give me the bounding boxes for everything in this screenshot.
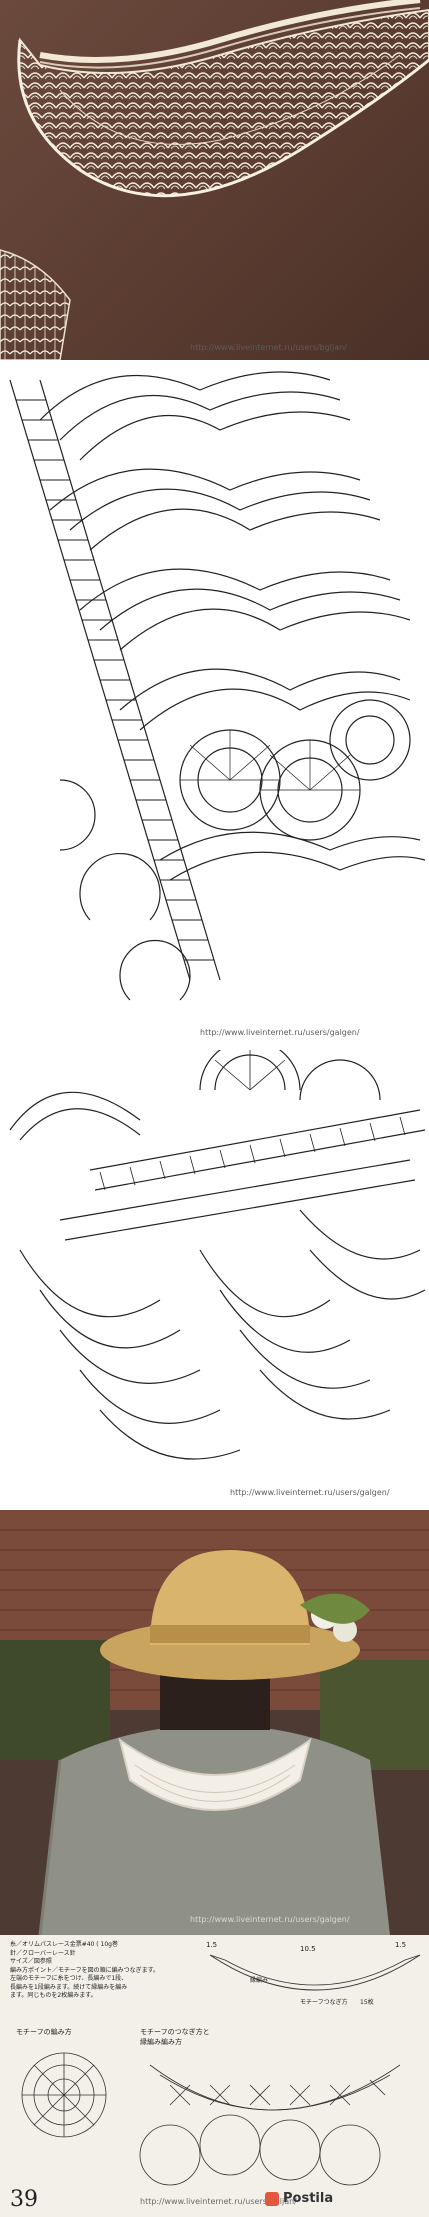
label-motif-count: 15枚 xyxy=(360,1999,374,2006)
spec-line: ます。同じものを2枚編みます。 xyxy=(10,1992,97,1999)
crochet-chart-scallops xyxy=(9,371,426,1001)
postila-logo-icon xyxy=(265,2192,279,2206)
label-motif-joining: モチーフつなぎ方 xyxy=(300,1999,348,2006)
spec-line: 編み方ポイント／モチーフを図の順に編みつなぎます。 xyxy=(10,1966,160,1974)
spec-line: 長編みを1段編みます。続けて縁編みを編み xyxy=(10,1983,128,1991)
motif-joining-diagram xyxy=(139,2064,401,2186)
watermark: http://www.liveinternet.ru/users/galgen/ xyxy=(230,1488,390,1497)
spec-line: サイズ／図参照 xyxy=(10,1958,52,1965)
spec-line: 左端のモチーフに糸をつけ、長編みで1段、 xyxy=(10,1975,128,1982)
postila-logo-text: Postila xyxy=(283,2191,334,2206)
lace-collar-illustration xyxy=(0,0,429,360)
postila-logo: Postila xyxy=(263,2189,423,2211)
collar-outline-diagram xyxy=(209,1954,421,1991)
watermark: http://www.liveinternet.ru/users/galgen/ xyxy=(190,1915,350,1924)
pattern-spec-text: 糸／オリムパスレース金票#40 ( 10g巻 針／クローバーレース針 サイズ／図… xyxy=(10,1941,180,2001)
motif-diagram xyxy=(21,2052,107,2138)
model-photo: http://www.liveinternet.ru/users/galgen/ xyxy=(0,1510,429,1935)
spec-line: 糸／オリムパスレース金票#40 ( 10g巻 xyxy=(10,1941,118,1948)
dimension-top: 10.5 xyxy=(300,1945,316,1953)
lace-collar-photo: http://www.liveinternet.ru/users/bgljan/ xyxy=(0,0,429,360)
watermark: http://www.liveinternet.ru/users/bgljan/ xyxy=(140,2197,297,2206)
crochet-chart-fans xyxy=(9,1050,426,1460)
model-illustration xyxy=(0,1510,429,1935)
spec-line: 針／クローバーレース針 xyxy=(10,1949,76,1957)
watermark: http://www.liveinternet.ru/users/galgen/ xyxy=(200,1028,360,1037)
label-edge: 縁編み xyxy=(250,1977,269,1984)
pattern-page: 糸／オリムパスレース金票#40 ( 10g巻 針／クローバーレース針 サイズ／図… xyxy=(0,1935,429,2217)
crochet-diagram-bottom: http://www.liveinternet.ru/users/galgen/ xyxy=(0,1050,429,1510)
label-motif-knitting: モチーフの編み方 xyxy=(16,2028,72,2036)
label-motif-joining-method: モチーフのつなぎ方と 縁編み編み方 xyxy=(140,2028,210,2046)
crochet-diagram-top: http://www.liveinternet.ru/users/galgen/ xyxy=(0,360,429,1050)
dimension-left: 1.5 xyxy=(206,1941,218,1949)
watermark: http://www.liveinternet.ru/users/bgljan/ xyxy=(190,343,347,352)
page-number: 39 xyxy=(10,2187,38,2212)
dimension-right: 1.5 xyxy=(395,1941,407,1949)
